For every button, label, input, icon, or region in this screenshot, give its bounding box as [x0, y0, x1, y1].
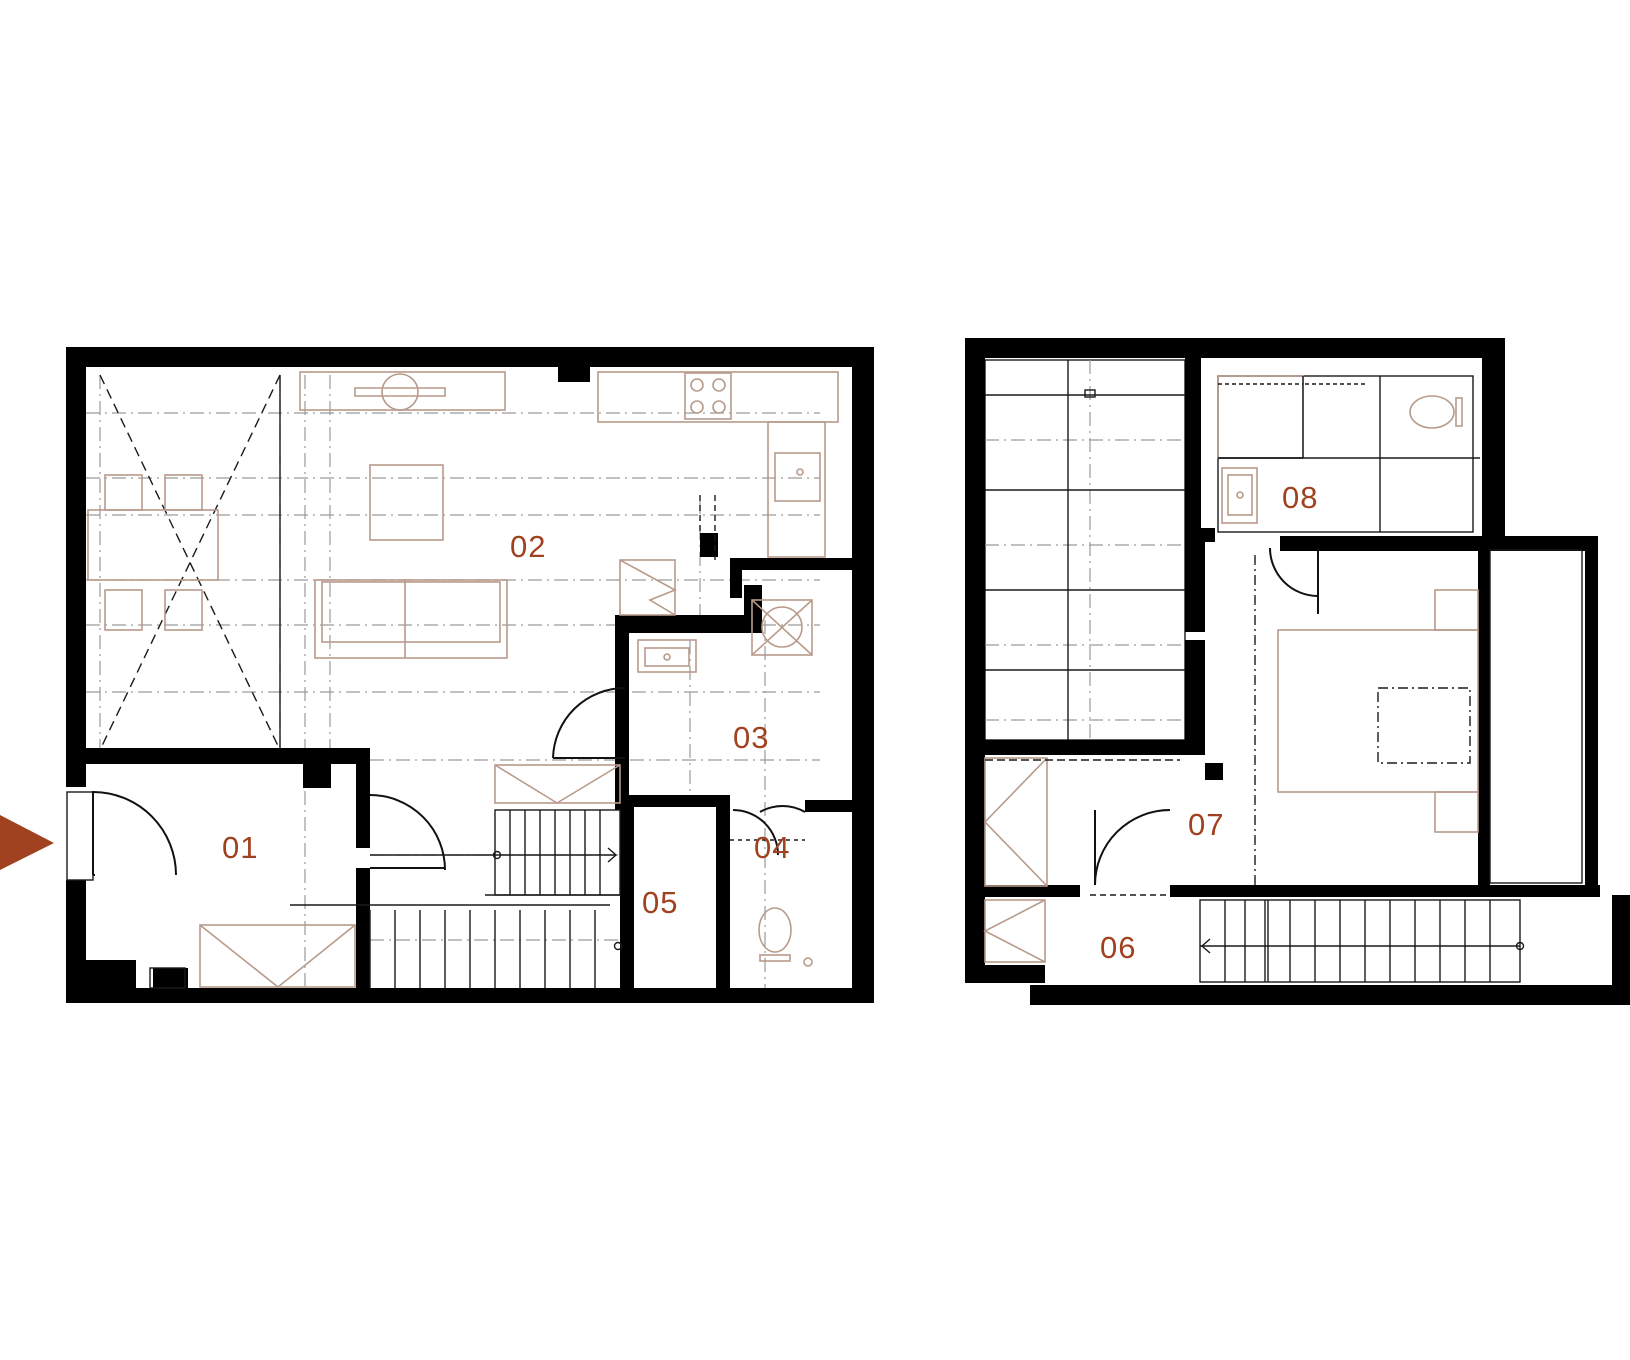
upper-floor-walls: [965, 338, 1630, 1005]
upper-floor-void-grid: [984, 359, 1200, 746]
bathroom-08-fixtures: [1217, 375, 1480, 533]
ground-floor-doors: [66, 687, 806, 881]
living-furniture: [314, 464, 508, 659]
room-label-01: 01: [222, 830, 258, 865]
ground-floor-plan: [0, 347, 874, 1003]
room-label-03: 03: [733, 720, 769, 755]
entrance-arrow-icon: [0, 815, 54, 870]
upper-floor-plan: [965, 338, 1630, 1005]
room-label-06: 06: [1100, 930, 1136, 965]
dining-table: [87, 474, 219, 631]
ground-floor-stairs: [290, 809, 623, 988]
room-label-04: 04: [754, 830, 790, 865]
upper-storage: [983, 549, 1583, 963]
room-label-05: 05: [642, 885, 678, 920]
room-labels: 01 02 03 04 05 06 07 08: [222, 480, 1318, 965]
bathroom-03-fixtures: [494, 599, 813, 804]
room-label-02: 02: [510, 529, 546, 564]
upper-floor-stairs: [1199, 899, 1525, 983]
utility-shaft: [619, 495, 718, 616]
entry-bench: [149, 924, 356, 989]
ground-floor-grid: [86, 375, 820, 990]
room-label-08: 08: [1282, 480, 1318, 515]
kitchen: [299, 371, 839, 558]
room-label-07: 07: [1188, 807, 1224, 842]
bedroom-07-furniture: [1090, 547, 1479, 896]
toilet-04: [730, 839, 813, 967]
ground-floor-walls: [66, 347, 874, 1003]
double-height-void: [99, 374, 281, 751]
